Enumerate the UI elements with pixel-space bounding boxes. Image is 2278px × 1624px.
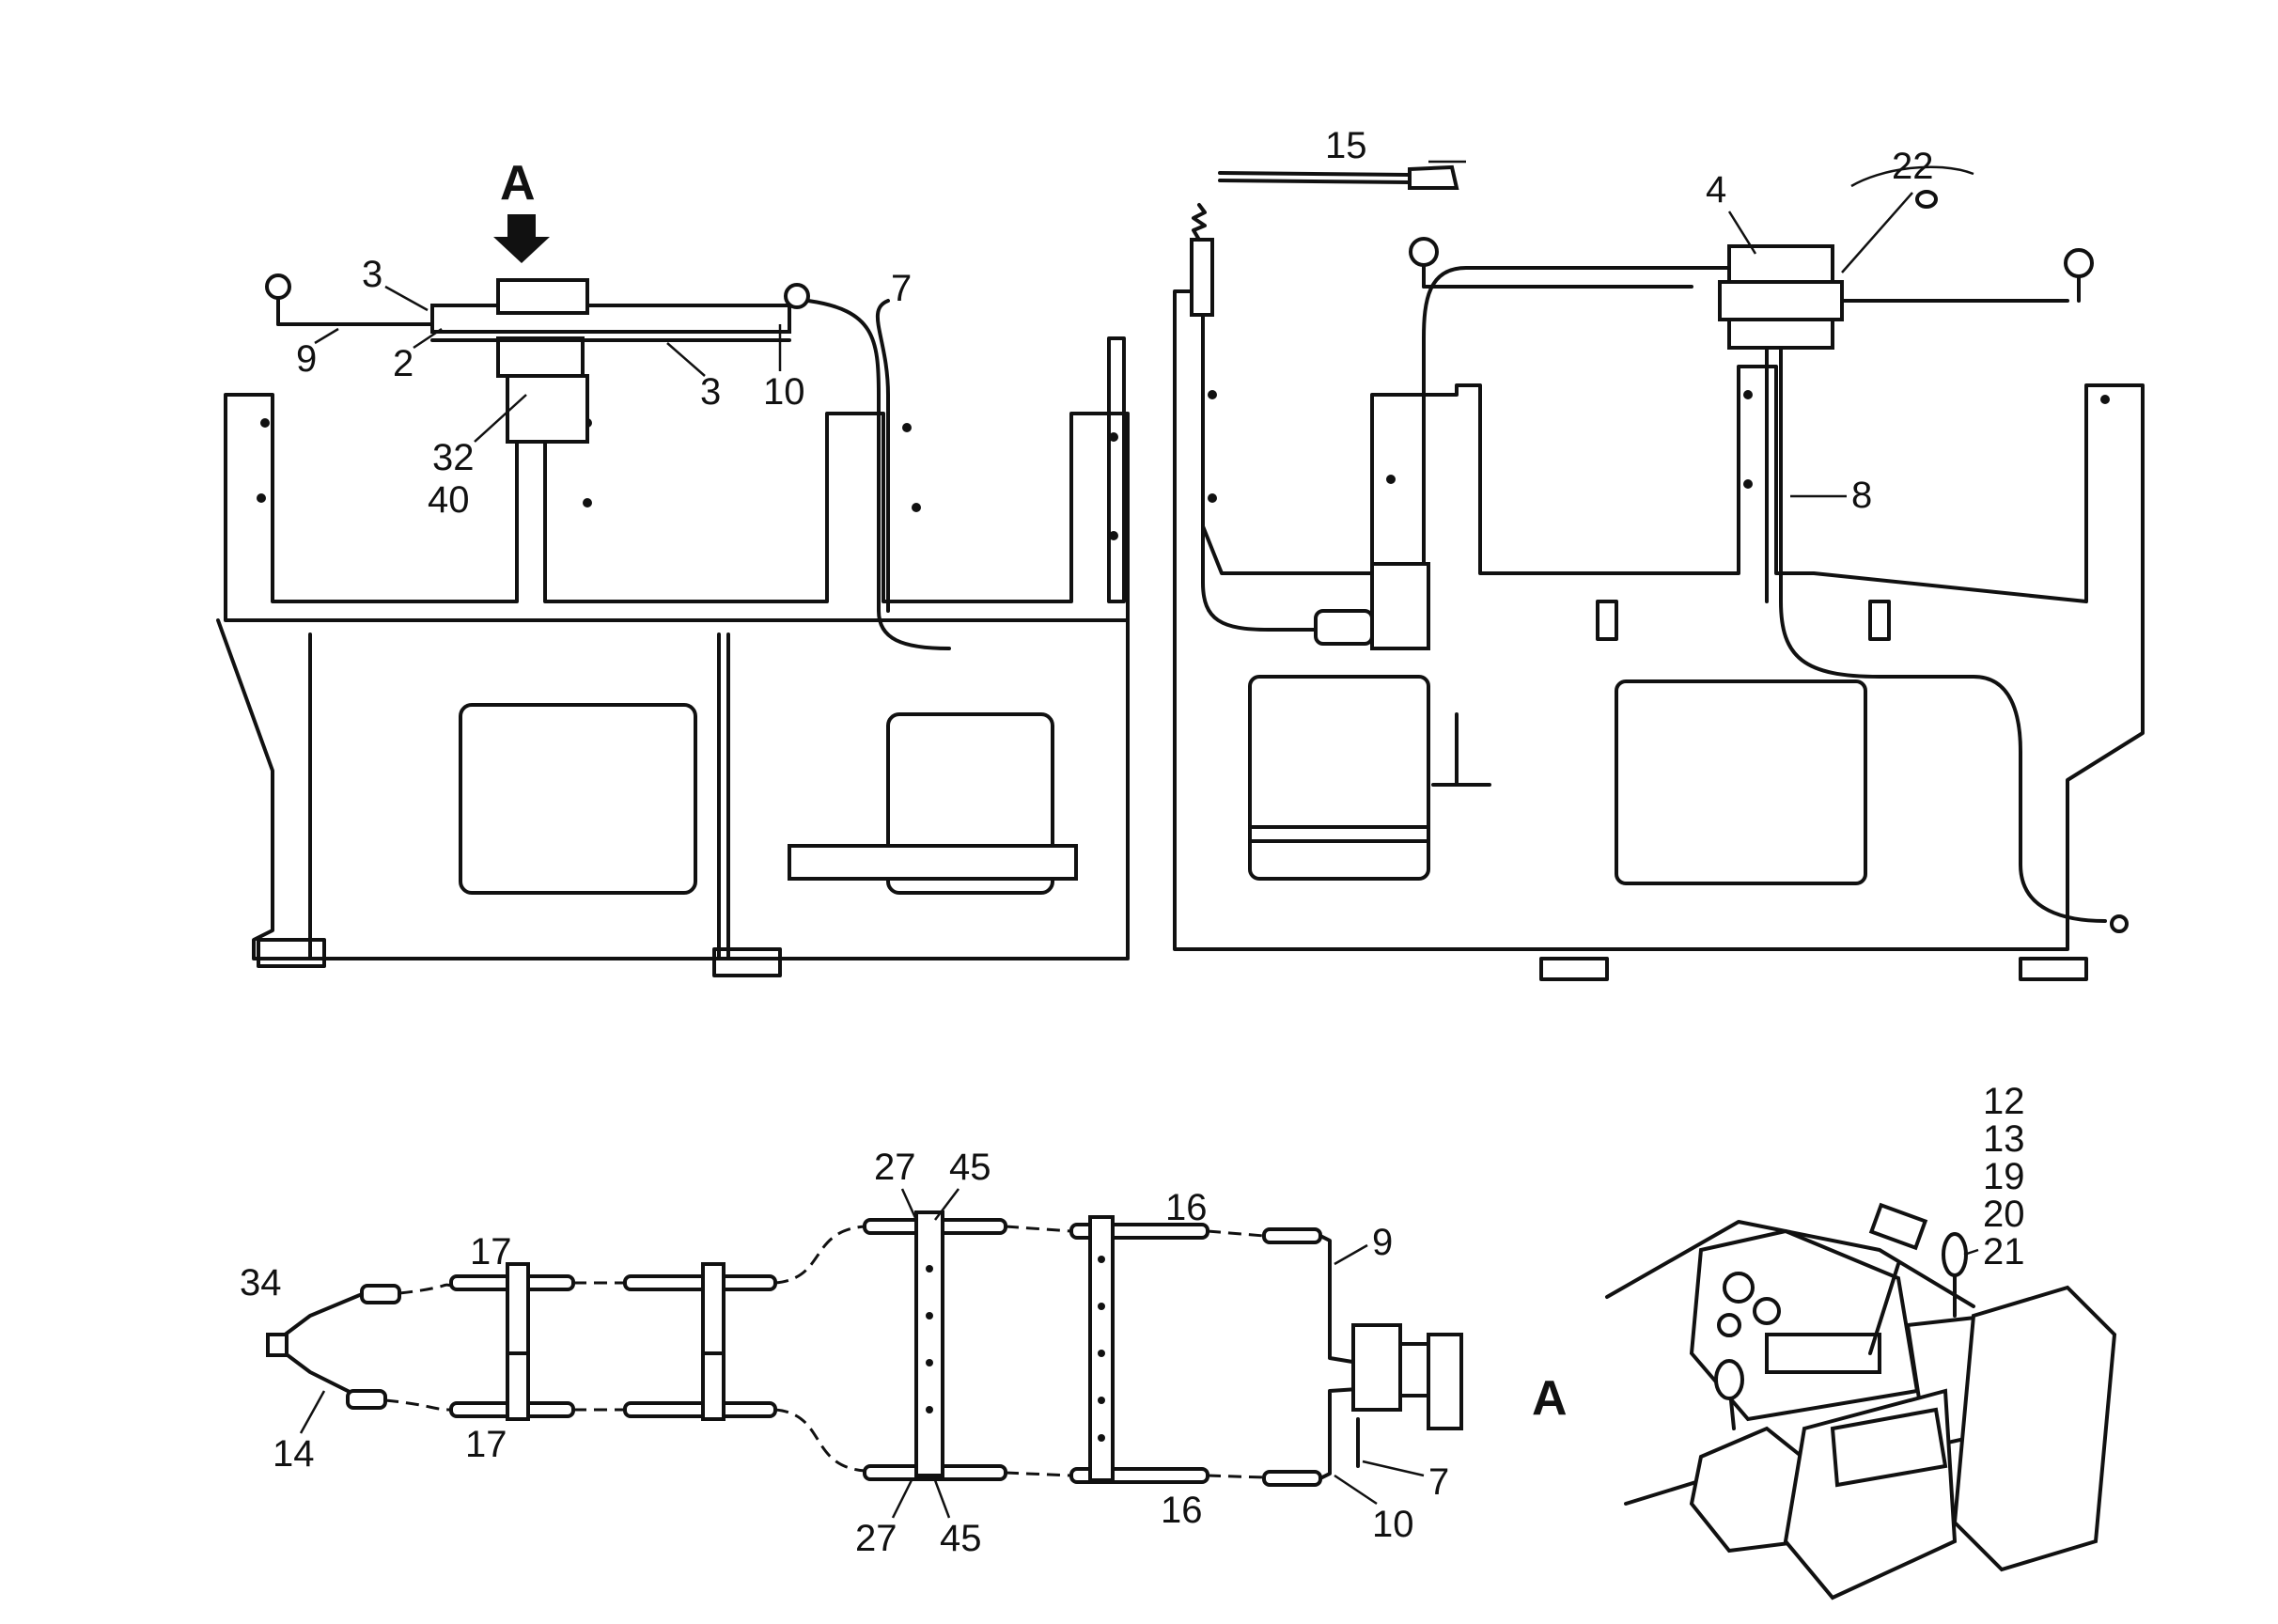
- callout-40: 40: [428, 479, 470, 521]
- callout-7-harness: 7: [1428, 1461, 1449, 1503]
- right-valve-assembly: [1190, 165, 2129, 933]
- callout-13: 13: [1983, 1118, 2025, 1160]
- view-a-label: A: [500, 156, 536, 211]
- view-a-detail-label: A: [1532, 1371, 1568, 1426]
- left-frame: [216, 336, 1130, 977]
- callout-22: 22: [1892, 146, 1934, 187]
- callout-3-lower: 3: [700, 371, 721, 413]
- callout-32: 32: [432, 437, 475, 478]
- callouts: 3 9 2 3 10 7 32 40 15 4 22 8 34 14 17 17…: [240, 125, 2025, 1559]
- callout-16-upper: 16: [1165, 1187, 1208, 1228]
- callout-17-lower: 17: [465, 1424, 507, 1465]
- callout-3-upper: 3: [362, 254, 382, 295]
- callout-21: 21: [1983, 1231, 2025, 1273]
- callout-12: 12: [1983, 1081, 2025, 1122]
- cable-harness: [266, 1210, 1463, 1487]
- callout-9-harness: 9: [1372, 1222, 1393, 1263]
- callout-45-upper: 45: [949, 1147, 991, 1188]
- callout-17-upper: 17: [470, 1231, 512, 1273]
- callout-8: 8: [1851, 475, 1872, 516]
- callout-15: 15: [1325, 125, 1367, 166]
- callout-9-left: 9: [296, 338, 317, 380]
- cab-detail-view: A: [1532, 1202, 2117, 1601]
- callout-34: 34: [240, 1262, 282, 1304]
- callout-10-harness: 10: [1372, 1504, 1414, 1545]
- callout-27-upper: 27: [874, 1147, 916, 1188]
- part-15-rod: [1218, 160, 1466, 190]
- left-valve-assembly: [265, 273, 951, 650]
- callout-2: 2: [393, 343, 413, 384]
- callout-10-top: 10: [763, 371, 805, 413]
- callout-16-lower: 16: [1161, 1490, 1203, 1531]
- callout-27-lower: 27: [855, 1518, 897, 1559]
- callout-14: 14: [273, 1433, 315, 1475]
- callout-20: 20: [1983, 1194, 2025, 1235]
- view-a-arrow: A: [493, 156, 550, 263]
- callout-4: 4: [1706, 169, 1726, 211]
- right-frame: [1173, 289, 2145, 981]
- callout-7-top: 7: [891, 268, 912, 309]
- callout-19: 19: [1983, 1156, 2025, 1197]
- callout-45-lower: 45: [940, 1518, 982, 1559]
